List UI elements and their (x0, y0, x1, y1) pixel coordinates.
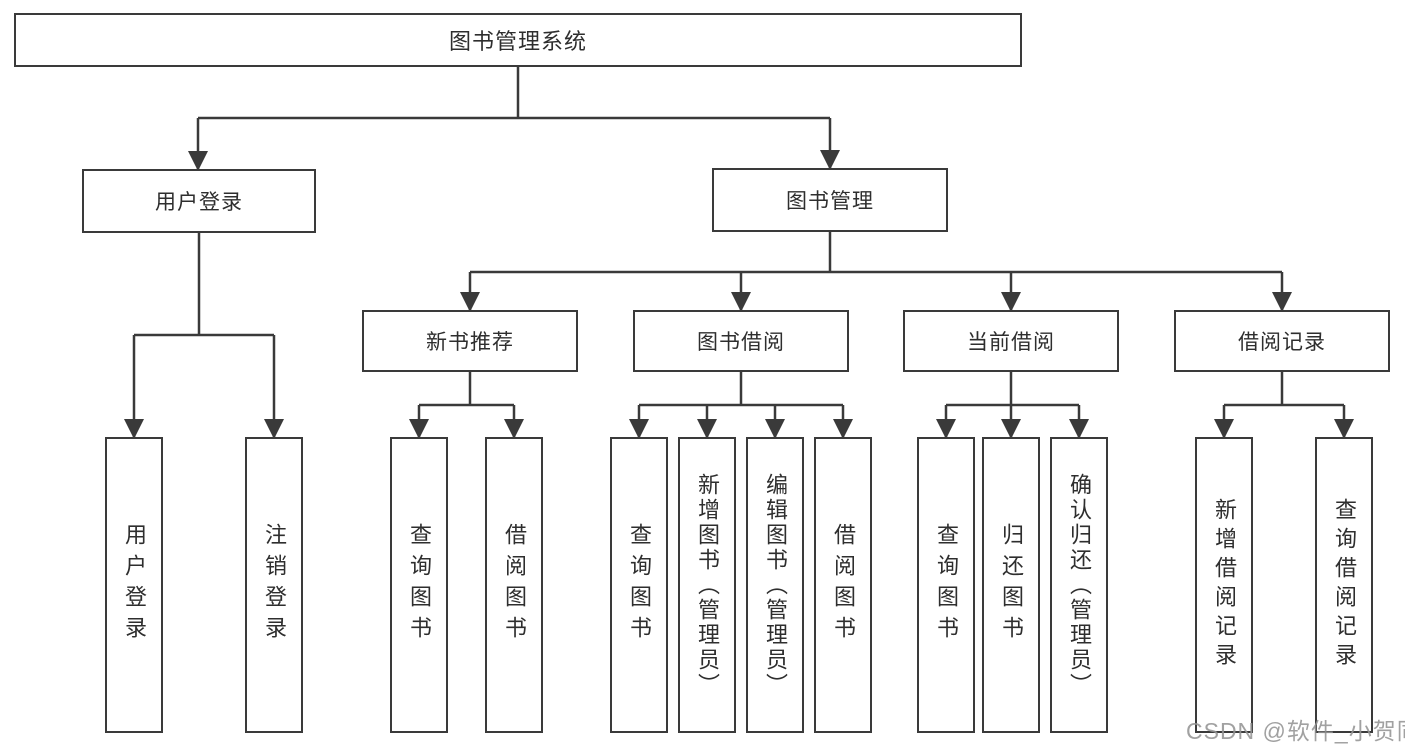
leaf-bb-add-book-admin-label: 新增图书（管理员） (695, 472, 720, 698)
leaf-cb-return-books: 归还图书 (982, 437, 1040, 733)
leaf-bb-query-books: 查询图书 (610, 437, 668, 733)
leaf-cb-query-books-label: 查询图书 (934, 523, 959, 647)
leaf-cb-confirm-return-admin: 确认归还（管理员） (1050, 437, 1108, 733)
node-new-book-recommend: 新书推荐 (362, 310, 578, 372)
leaf-cb-confirm-return-admin-label: 确认归还（管理员） (1067, 472, 1092, 698)
node-current-borrowing: 当前借阅 (903, 310, 1119, 372)
node-user-login-label: 用户登录 (155, 191, 243, 214)
leaf-br-add-record: 新增借阅记录 (1195, 437, 1253, 733)
leaf-bb-add-book-admin: 新增图书（管理员） (678, 437, 736, 733)
node-root: 图书管理系统 (14, 13, 1022, 67)
node-book-borrowing-label: 图书借阅 (697, 331, 785, 354)
leaf-bb-edit-book-admin: 编辑图书（管理员） (746, 437, 804, 733)
leaf-br-add-record-label: 新增借阅记录 (1212, 498, 1237, 672)
leaf-bb-borrow-books: 借阅图书 (814, 437, 872, 733)
leaf-bb-edit-book-admin-label: 编辑图书（管理员） (763, 472, 788, 698)
node-book-management-label: 图书管理 (786, 190, 874, 213)
leaf-nb-query-books: 查询图书 (390, 437, 448, 733)
node-user-login: 用户登录 (82, 169, 316, 233)
csdn-watermark: CSDN @软件_小贺同学 (1186, 718, 1405, 744)
leaf-nb-query-books-label: 查询图书 (407, 523, 432, 647)
node-book-borrowing: 图书借阅 (633, 310, 849, 372)
leaf-cb-query-books: 查询图书 (917, 437, 975, 733)
node-current-borrowing-label: 当前借阅 (967, 331, 1055, 354)
leaf-logout-label: 注销登录 (262, 523, 287, 647)
node-borrow-records-label: 借阅记录 (1238, 331, 1326, 354)
leaf-nb-borrow-books: 借阅图书 (485, 437, 543, 733)
leaf-cb-return-books-label: 归还图书 (999, 523, 1024, 647)
leaf-user-login: 用户登录 (105, 437, 163, 733)
node-borrow-records: 借阅记录 (1174, 310, 1390, 372)
leaf-bb-query-books-label: 查询图书 (627, 523, 652, 647)
leaf-bb-borrow-books-label: 借阅图书 (831, 523, 856, 647)
leaf-nb-borrow-books-label: 借阅图书 (502, 523, 527, 647)
node-root-label: 图书管理系统 (448, 29, 587, 54)
leaf-br-query-record: 查询借阅记录 (1315, 437, 1373, 733)
node-new-book-recommend-label: 新书推荐 (426, 331, 514, 354)
leaf-br-query-record-label: 查询借阅记录 (1332, 498, 1357, 672)
leaf-user-login-label: 用户登录 (122, 523, 147, 647)
leaf-logout: 注销登录 (245, 437, 303, 733)
node-book-management: 图书管理 (712, 168, 948, 232)
